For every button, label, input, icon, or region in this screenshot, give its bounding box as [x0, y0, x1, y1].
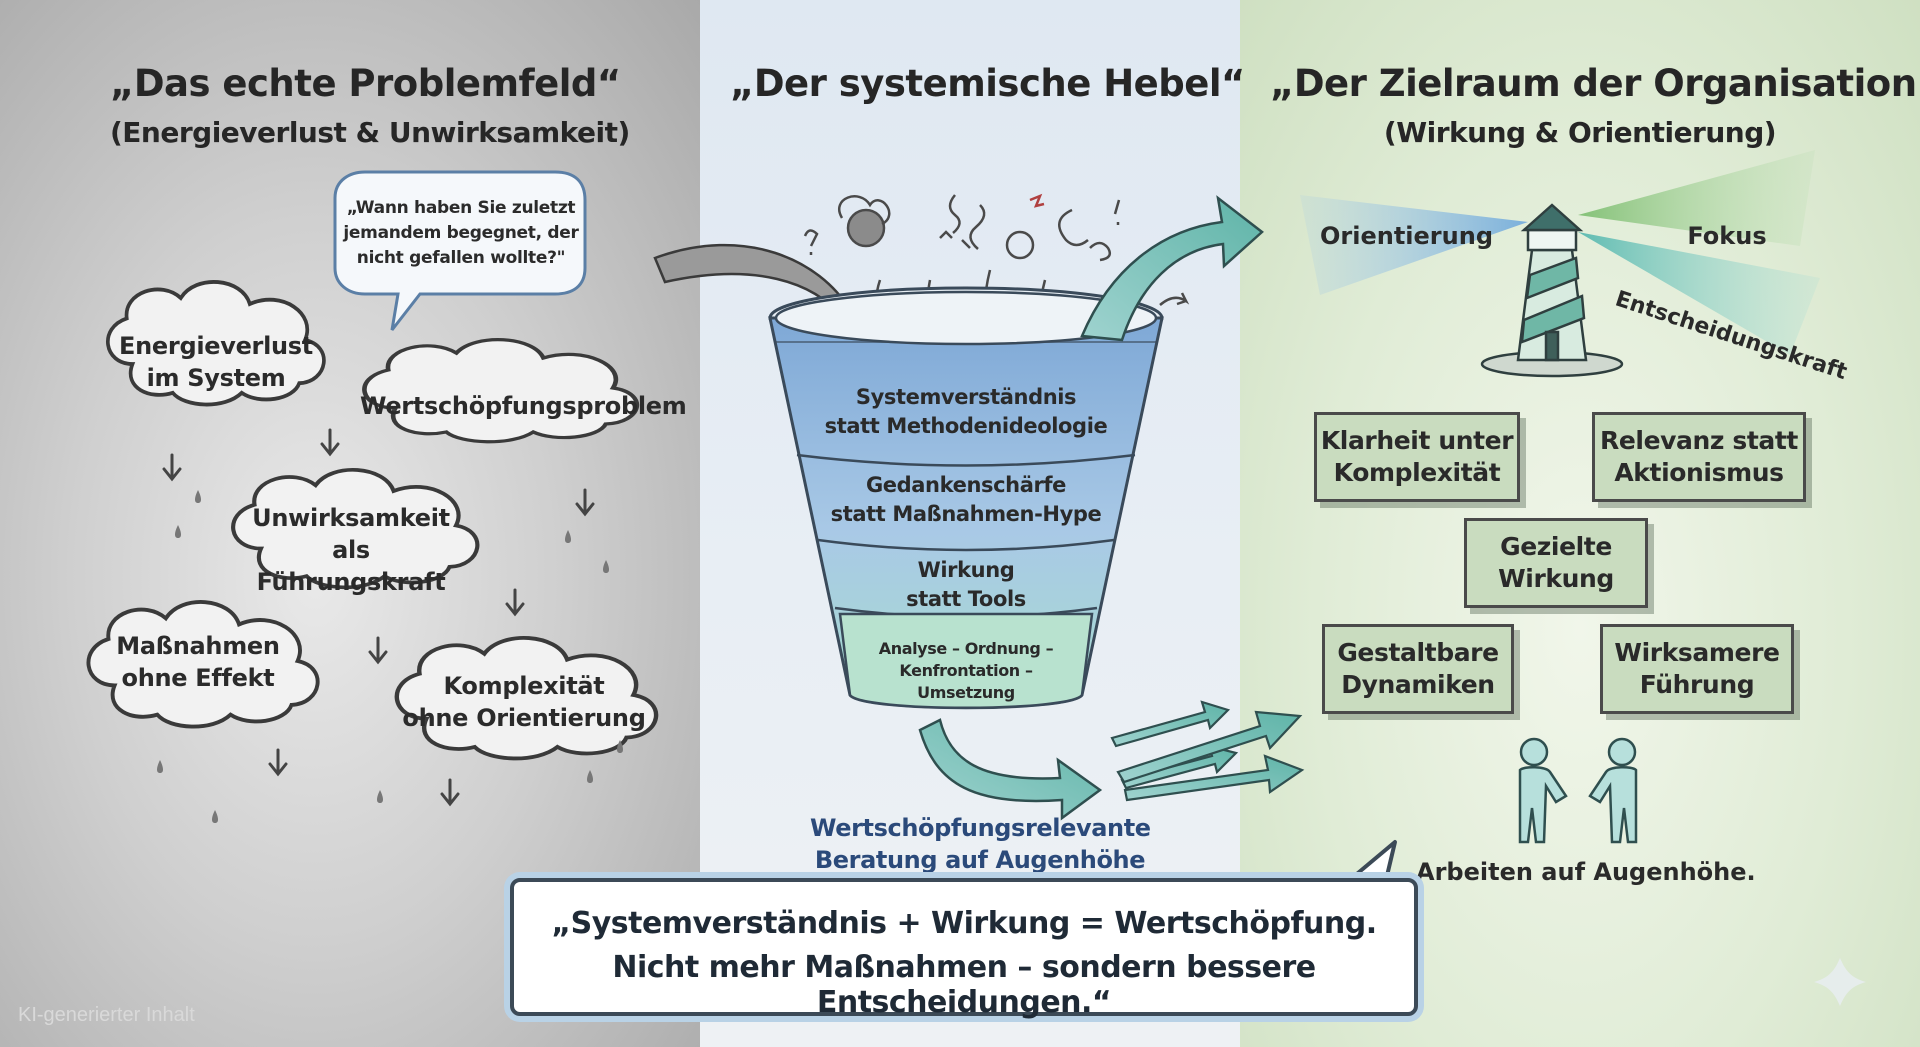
cloud-value-creation-label: Wertschöpfungsproblem [360, 392, 687, 420]
target-title: „Der Zielraum der Organisation“ [1270, 62, 1920, 105]
problem-subtitle: (Energieverlust & Unwirksamkeit) [110, 116, 630, 149]
beam-label-focus: Fokus [1687, 222, 1767, 250]
lever-title: „Der systemische Hebel“ [730, 62, 1245, 105]
funnel-layer-2: Gedankenschärfe statt Maßnahmen-Hype [830, 473, 1102, 526]
beam-label-orientation: Orientierung [1320, 222, 1493, 250]
funnel-layer-3: Wirkung statt Tools [906, 558, 1026, 611]
cloud-complexity-label: Komplexität ohne Orientierung [402, 672, 646, 732]
output-label: Wertschöpfungsrelevante Beratung auf Aug… [810, 814, 1151, 874]
funnel-layer-4: Analyse – Ordnung – Kenfrontation – Umse… [878, 639, 1054, 702]
ai-generated-watermark: KI-generierter Inhalt [18, 1004, 195, 1026]
target-subtitle: (Wirkung & Orientierung) [1383, 116, 1777, 149]
quote-line-1: „Systemverständnis + Wirkung = Wertschöp… [551, 906, 1377, 941]
cloud-energy-loss-label: Energieverlust im System [119, 332, 313, 392]
handshake-caption: Arbeiten auf Augenhöhe. [1416, 858, 1756, 886]
speech-bubble-text: „Wann haben Sie zuletzt jemandem begegne… [343, 198, 579, 268]
problem-title: „Das echte Problemfeld“ [110, 62, 621, 105]
quote-box: „Systemverständnis + Wirkung = Wertschöp… [510, 878, 1418, 1020]
cloud-measures-label: Maßnahmen ohne Effekt [116, 632, 280, 692]
cloud-ineffectiveness-label: Unwirksamkeit als Führungskraft [252, 504, 450, 596]
quote-line-2: Nicht mehr Maßnahmen – sondern bessere E… [612, 950, 1316, 1020]
funnel-layer-1: Systemverständnis statt Methodenideologi… [824, 385, 1108, 438]
